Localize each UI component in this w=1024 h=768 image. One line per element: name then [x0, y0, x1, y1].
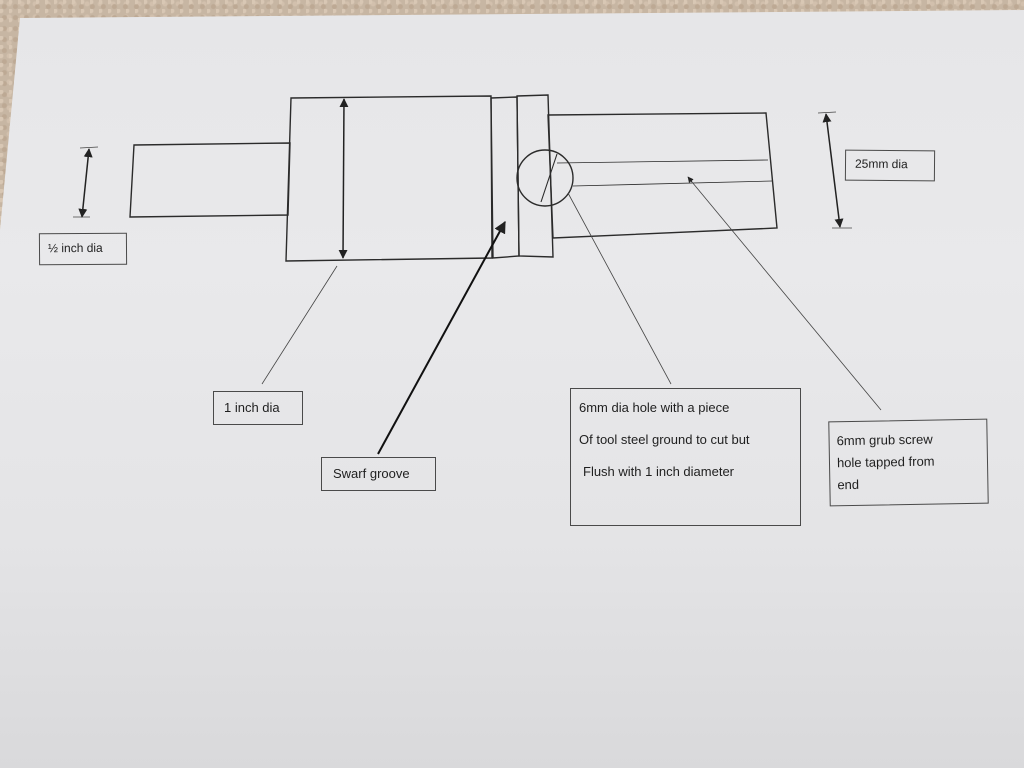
swarf-groove-arrow: [377, 220, 506, 455]
grub-screw-label: 6mm grub screw hole tapped from end: [828, 418, 989, 507]
swarf-groove-text: Swarf groove: [333, 466, 410, 481]
grub-screw-line-1: 6mm grub screw: [836, 431, 933, 449]
hole-note-line-2: Of tool steel ground to cut but: [579, 432, 750, 447]
one-inch-dia-text: 1 inch dia: [224, 400, 280, 415]
one-inch-dimension-arrow: [338, 98, 349, 259]
hole-note-line-1: 6mm dia hole with a piece: [579, 400, 730, 415]
spigot-25mm: [547, 112, 778, 239]
cutting-hole-circle: [516, 149, 574, 207]
bore-line-lower: [572, 180, 773, 187]
one-inch-dia-label: 1 inch dia: [213, 391, 303, 425]
swarf-groove-section: [490, 96, 520, 259]
grub-screw-line-3: end: [837, 476, 860, 493]
half-inch-dimension-arrow: [78, 148, 93, 218]
dia-25mm-label: 25mm dia: [844, 149, 936, 182]
swarf-groove-label: Swarf groove: [321, 457, 436, 491]
half-inch-dia-text: ½ inch dia: [47, 240, 103, 256]
half-inch-extension-top: [79, 146, 99, 149]
grub-screw-arrow-tip: [687, 176, 694, 184]
one-inch-body: [285, 95, 493, 262]
hole-note-leader: [567, 192, 672, 385]
grub-screw-line-2: hole tapped from: [836, 453, 935, 471]
hole-note-label: 6mm dia hole with a piece Of tool steel …: [570, 388, 801, 526]
dia-25mm-dimension-arrow: [822, 113, 844, 228]
hole-note-line-3: Flush with 1 inch diameter: [583, 464, 735, 479]
half-inch-dia-label: ½ inch dia: [38, 232, 128, 266]
bore-line-upper: [556, 159, 769, 164]
dia-25mm-text: 25mm dia: [854, 156, 908, 172]
grub-screw-leader: [691, 181, 882, 411]
one-inch-leader: [261, 265, 338, 385]
dia-25mm-extension-top: [817, 111, 837, 114]
hole-divider: [540, 153, 558, 203]
half-inch-shank: [129, 142, 291, 218]
cutting-collar: [516, 94, 554, 258]
